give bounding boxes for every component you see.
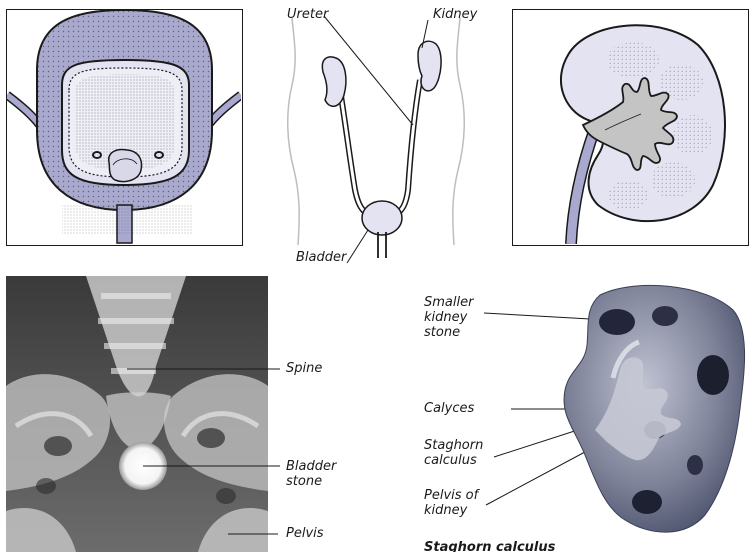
- spine-label: Spine: [286, 361, 322, 376]
- pelvis-label: Pelvis: [286, 526, 324, 541]
- pelvis-of-kidney-label: Pelvis of kidney: [424, 488, 478, 518]
- calyces-label: Calyces: [424, 401, 474, 416]
- staghorn-calculus-label: Staghorn calculus: [424, 438, 483, 468]
- smaller-kidney-stone-label: Smaller kidney stone: [424, 295, 473, 340]
- specimen-caption: Staghorn calculus: [424, 540, 555, 552]
- bladder-stone-label: Bladder stone: [286, 459, 336, 489]
- specimen-caption-text: Staghorn calculus: [424, 540, 555, 552]
- staghorn-kidney-specimen-image: [555, 280, 750, 538]
- kidney-specimen-panel: [555, 280, 750, 538]
